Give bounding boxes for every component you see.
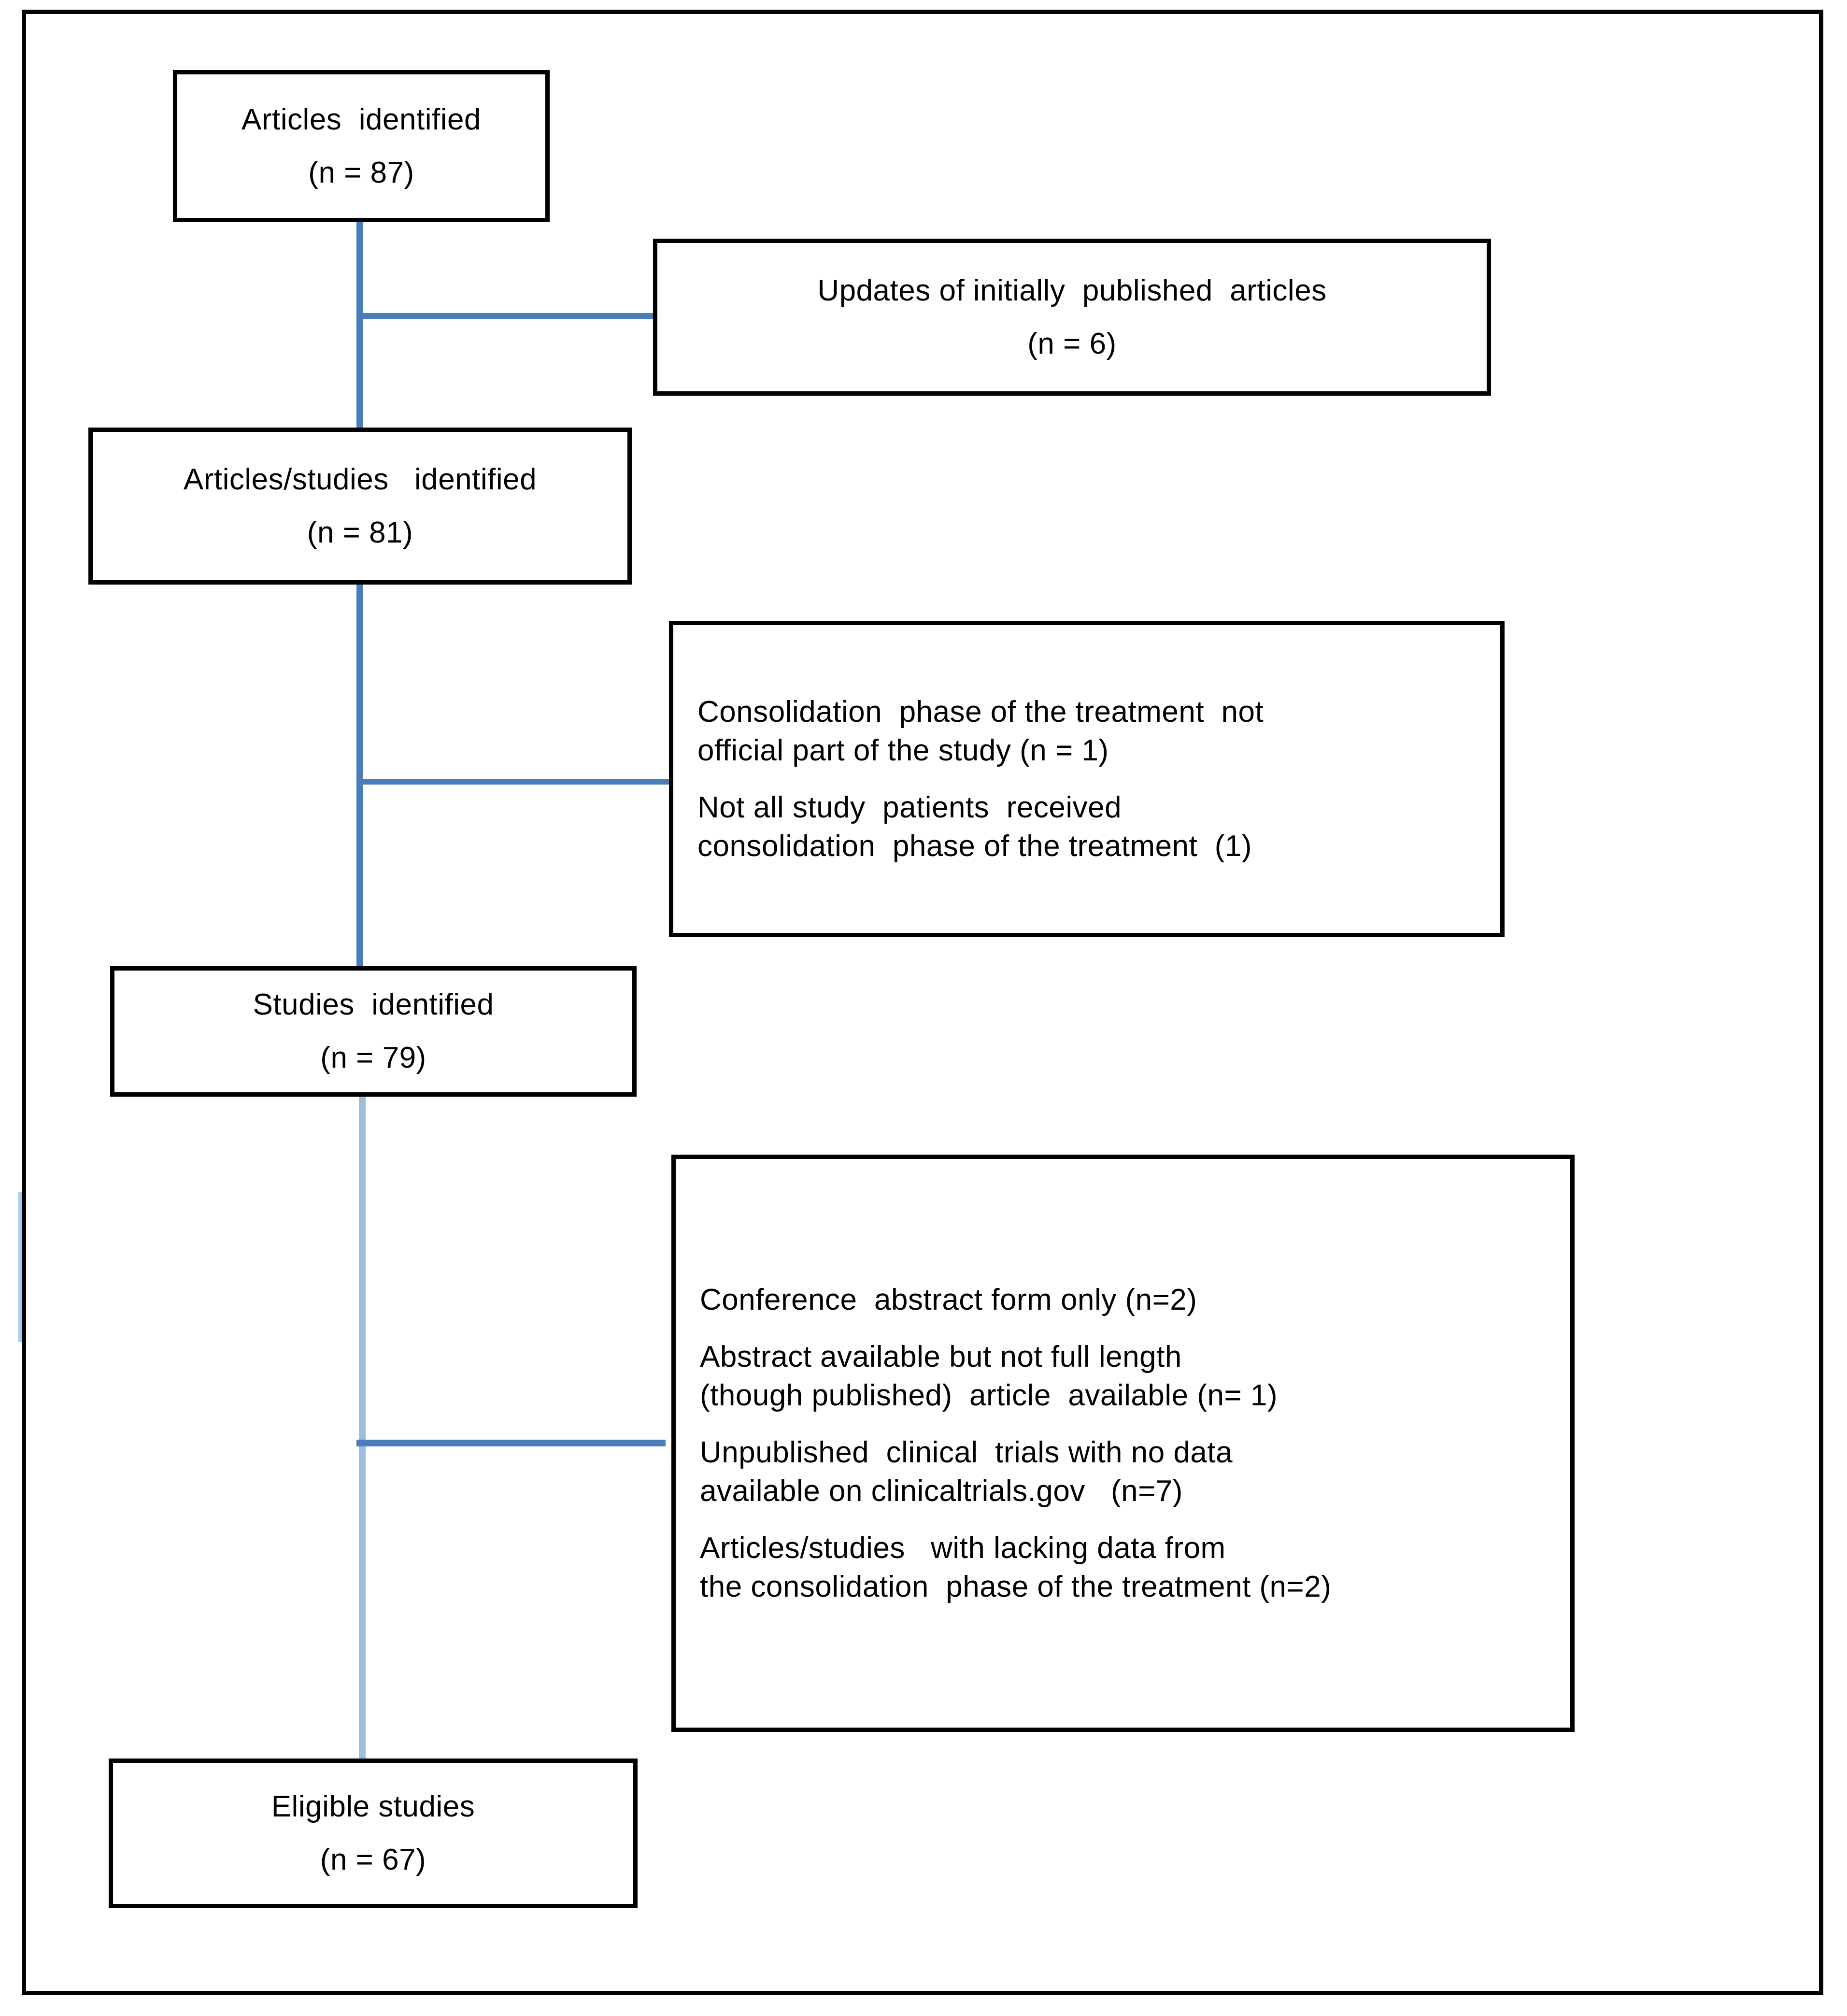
node-studies-identified-line2: (n = 79) [320, 1041, 426, 1074]
node-consolidation-excluded-p1-line2: official part of the study (n = 1) [697, 733, 1109, 767]
node-updates-excluded-line1: Updates of initially published articles [817, 273, 1327, 307]
connector-trunk-3 [359, 1094, 366, 1761]
node-final-excluded[interactable]: Conference abstract form only (n=2) Abst… [671, 1155, 1575, 1732]
node-articles-identified-line2: (n = 87) [308, 156, 414, 189]
connector-branch-consolidation [356, 779, 671, 785]
node-eligible-studies-line1: Eligible studies [271, 1790, 475, 1823]
node-updates-excluded-line2: (n = 6) [1027, 327, 1117, 360]
connector-branch-updates [356, 313, 657, 319]
node-final-excluded-p2-line2: (though published) article available (n=… [700, 1378, 1278, 1412]
node-final-excluded-para-1: Conference abstract form only (n=2) [700, 1285, 1197, 1315]
node-consolidation-excluded-p2-line2: consolidation phase of the treatment (1) [697, 829, 1252, 863]
node-consolidation-excluded-para-1: Consolidation phase of the treatment not… [697, 697, 1264, 766]
node-articles-identified[interactable]: Articles identified (n = 87) [173, 70, 550, 222]
node-final-excluded-p3-line2: available on clinicaltrials.gov (n=7) [700, 1474, 1183, 1508]
connector-branch-final-exclusions [356, 1440, 666, 1446]
node-final-excluded-para-4: Articles/studies with lacking data from … [700, 1533, 1331, 1602]
connector-trunk-2 [356, 583, 363, 967]
node-articles-studies-identified[interactable]: Articles/studies identified (n = 81) [88, 428, 632, 585]
node-final-excluded-p3-line1: Unpublished clinical trials with no data [700, 1435, 1233, 1469]
node-articles-identified-line1: Articles identified [242, 102, 481, 136]
node-articles-studies-identified-line2: (n = 81) [307, 515, 413, 549]
connector-trunk-1 [356, 220, 363, 430]
node-studies-identified[interactable]: Studies identified (n = 79) [110, 966, 637, 1097]
node-consolidation-excluded-para-2: Not all study patients received consolid… [697, 790, 1252, 863]
node-final-excluded-p1-line1: Conference abstract form only (n=2) [700, 1283, 1197, 1316]
node-final-excluded-p4-line2: the consolidation phase of the treatment… [700, 1570, 1332, 1603]
node-updates-excluded[interactable]: Updates of initially published articles … [653, 239, 1491, 396]
node-consolidation-excluded-p2-line1: Not all study patients received [697, 790, 1122, 824]
node-final-excluded-para-2: Abstract available but not full length (… [700, 1342, 1278, 1411]
node-consolidation-excluded[interactable]: Consolidation phase of the treatment not… [669, 621, 1505, 937]
node-eligible-studies[interactable]: Eligible studies (n = 67) [109, 1759, 638, 1908]
node-eligible-studies-line2: (n = 67) [320, 1843, 426, 1876]
node-final-excluded-p2-line1: Abstract available but not full length [700, 1340, 1182, 1373]
node-consolidation-excluded-p1-line1: Consolidation phase of the treatment not [697, 695, 1264, 729]
node-studies-identified-line1: Studies identified [253, 988, 494, 1021]
node-final-excluded-p4-line1: Articles/studies with lacking data from [700, 1531, 1226, 1565]
node-final-excluded-para-3: Unpublished clinical trials with no data… [700, 1435, 1233, 1508]
node-articles-studies-identified-line1: Articles/studies identified [183, 462, 537, 496]
